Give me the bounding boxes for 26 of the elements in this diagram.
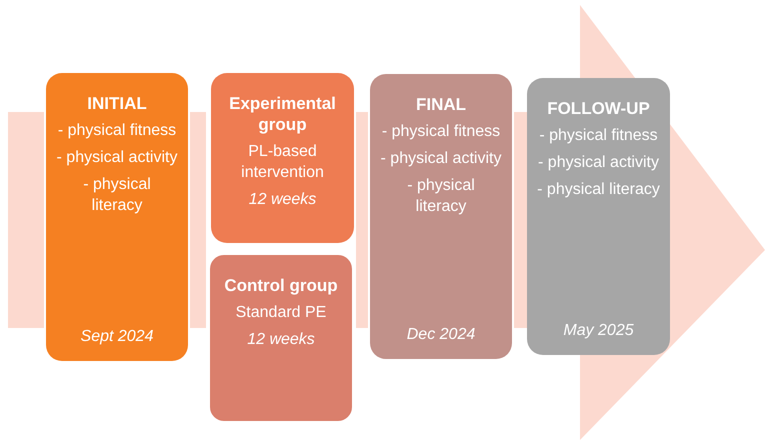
measure-item: - physical literacy bbox=[406, 176, 476, 217]
measure-item: - physical literacy bbox=[82, 175, 152, 216]
box-heading: Experimental group bbox=[228, 93, 337, 135]
group-box bbox=[208, 253, 354, 423]
date-text: Sept 2024 bbox=[80, 327, 154, 347]
measure-item: - physical fitness bbox=[539, 126, 658, 146]
measure-item: - physical fitness bbox=[382, 122, 500, 142]
stage-box bbox=[370, 74, 512, 359]
stage-box bbox=[527, 78, 670, 355]
box-heading: Control group bbox=[224, 275, 338, 296]
group-description: PL-based intervention bbox=[240, 142, 325, 183]
date-text: Dec 2024 bbox=[406, 325, 476, 345]
group-box bbox=[211, 73, 354, 243]
stage-box bbox=[46, 73, 188, 361]
box-heading: FOLLOW-UP bbox=[547, 98, 650, 119]
group-description: Standard PE bbox=[236, 303, 326, 323]
measure-item: - physical fitness bbox=[58, 121, 176, 141]
measure-item: - physical literacy bbox=[537, 180, 660, 200]
date-text: May 2025 bbox=[563, 321, 634, 341]
measure-item: - physical activity bbox=[56, 148, 178, 168]
box-heading: FINAL bbox=[416, 94, 466, 115]
measure-item: - physical activity bbox=[380, 149, 502, 169]
box-heading: INITIAL bbox=[87, 93, 147, 114]
duration-text: 12 weeks bbox=[247, 330, 315, 350]
measure-item: - physical activity bbox=[538, 153, 659, 173]
duration-text: 12 weeks bbox=[248, 190, 316, 210]
